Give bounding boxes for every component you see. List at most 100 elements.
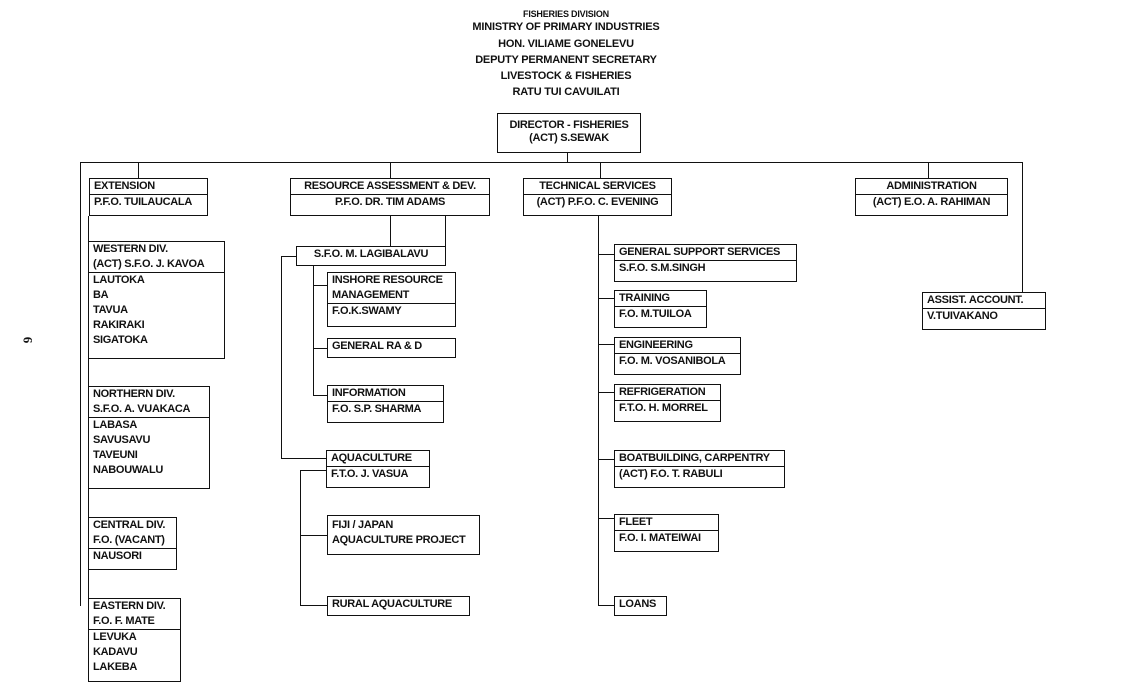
resource-box: RESOURCE ASSESSMENT & DEV. P.F.O. DR. TI… [290, 178, 490, 216]
information-box: INFORMATION F.O. S.P. SHARMA [327, 385, 444, 423]
administration-box: ADMINISTRATION (ACT) E.O. A. RAHIMAN [855, 178, 1008, 216]
northern-div-box: NORTHERN DIV. S.F.O. A. VUAKACA LABASA S… [88, 386, 210, 489]
inshore-name: F.O.K.SWAMY [332, 305, 402, 317]
page-number: 6 [20, 336, 36, 344]
aquaculture-name: F.T.O. J. VASUA [331, 468, 409, 480]
central-title: CENTRAL DIV. [93, 519, 166, 531]
general-rad: GENERAL RA & D [332, 340, 422, 352]
eastern-div-box: EASTERN DIV. F.O. F. MATE LEVUKA KADAVU … [88, 598, 181, 682]
central-name: F.O. (VACANT) [89, 533, 176, 549]
connector [598, 518, 614, 519]
station: LEVUKA [93, 631, 137, 643]
refrigeration-name: F.T.O. H. MORREL [619, 402, 708, 414]
fiji-japan-line2: AQUACULTURE PROJECT [332, 534, 466, 546]
inshore-box: INSHORE RESOURCE MANAGEMENT F.O.K.SWAMY [327, 272, 456, 327]
connector [313, 285, 327, 286]
extension-spine [80, 162, 81, 606]
information-title: INFORMATION [328, 386, 443, 402]
header-portfolio: LIVESTOCK & FISHERIES [500, 70, 632, 82]
extension-box: EXTENSION P.F.O. TUILAUCALA [89, 178, 208, 216]
training-box: TRAINING F.O. M.TUILOA [614, 290, 707, 328]
fleet-box: FLEET F.O. I. MATEIWAI [614, 514, 719, 552]
connector [313, 348, 327, 349]
station: RAKIRAKI [93, 319, 145, 331]
main-horizontal-line [80, 162, 1023, 163]
eastern-title: EASTERN DIV. [93, 600, 166, 612]
technical-box: TECHNICAL SERVICES (ACT) P.F.O. C. EVENI… [523, 178, 672, 216]
training-name: F.O. M.TUILOA [619, 308, 692, 320]
engineering-title: ENGINEERING [615, 338, 740, 354]
connector [598, 344, 614, 345]
station: KADAVU [93, 646, 138, 658]
director-box: DIRECTOR - FISHERIES (ACT) S.SEWAK [497, 113, 641, 153]
loans-box: LOANS [614, 596, 667, 616]
connector [567, 153, 568, 163]
connector [598, 459, 614, 460]
inshore-line2: MANAGEMENT [328, 288, 455, 304]
station: NABOUWALU [93, 464, 164, 476]
resource-name: P.F.O. DR. TIM ADAMS [334, 196, 446, 208]
station: NAUSORI [93, 550, 142, 562]
connector [281, 458, 326, 459]
connector [281, 256, 282, 459]
extension-name: P.F.O. TUILAUCALA [94, 196, 192, 208]
header-dps-title: DEPUTY PERMANENT SECRETARY [475, 54, 657, 66]
resource-title: RESOURCE ASSESSMENT & DEV. [291, 179, 489, 195]
connector [313, 395, 327, 396]
engineering-box: ENGINEERING F.O. M. VOSANIBOLA [614, 337, 741, 375]
header-minister: HON. VILIAME GONELEVU [498, 38, 634, 50]
sfo-lagibalavu-box: S.F.O. M. LAGIBALAVU [296, 246, 446, 266]
connector [928, 162, 929, 178]
eastern-name: F.O. F. MATE [89, 614, 180, 630]
station: LAUTOKA [93, 274, 145, 286]
technical-spine [598, 216, 599, 606]
connector [1022, 162, 1023, 292]
connector [390, 216, 391, 246]
director-title: DIRECTOR - FISHERIES [509, 119, 629, 131]
connector [300, 605, 327, 606]
connector [598, 392, 614, 393]
loans: LOANS [619, 598, 657, 610]
technical-title: TECHNICAL SERVICES [524, 179, 671, 195]
aquaculture-title: AQUACULTURE [327, 451, 429, 467]
rural-aquaculture-box: RURAL AQUACULTURE [327, 596, 470, 616]
connector [445, 216, 446, 246]
station: TAVEUNI [93, 449, 138, 461]
assist-account-name: V.TUIVAKANO [927, 310, 998, 322]
western-name: (ACT) S.F.O. J. KAVOA [89, 257, 224, 273]
inshore-line1: INSHORE RESOURCE [332, 274, 443, 286]
connector [300, 535, 327, 536]
information-name: F.O. S.P. SHARMA [332, 403, 422, 415]
engineering-name: F.O. M. VOSANIBOLA [619, 355, 726, 367]
refrigeration-title: REFRIGERATION [615, 385, 720, 401]
connector [300, 470, 301, 605]
boatbuilding-name: (ACT) F.O. T. RABULI [619, 468, 723, 480]
boatbuilding-title: BOATBUILDING, CARPENTRY [615, 451, 784, 467]
fiji-japan-line1: FIJI / JAPAN [332, 519, 393, 531]
header-ministry: MINISTRY OF PRIMARY INDUSTRIES [472, 21, 660, 33]
central-div-box: CENTRAL DIV. F.O. (VACANT) NAUSORI [88, 517, 177, 570]
western-title: WESTERN DIV. [93, 243, 168, 255]
extension-title: EXTENSION [90, 179, 207, 195]
general-support-name: S.F.O. S.M.SINGH [619, 262, 706, 274]
sfo-lagibalavu: S.F.O. M. LAGIBALAVU [313, 248, 429, 260]
rural-aquaculture: RURAL AQUACULTURE [332, 598, 452, 610]
header-dps-name: RATU TUI CAVUILATI [512, 86, 620, 98]
assist-account-title: ASSIST. ACCOUNT. [923, 293, 1045, 309]
station: LAKEBA [93, 661, 138, 673]
connector [138, 162, 139, 178]
administration-name: (ACT) E.O. A. RAHIMAN [872, 196, 991, 208]
general-support-box: GENERAL SUPPORT SERVICES S.F.O. S.M.SING… [614, 244, 797, 282]
connector [300, 470, 326, 471]
technical-name: (ACT) P.F.O. C. EVENING [536, 196, 659, 208]
fleet-name: F.O. I. MATEIWAI [619, 532, 701, 544]
connector [390, 162, 391, 178]
header-division: FISHERIES DIVISION [523, 10, 609, 17]
fleet-title: FLEET [615, 515, 718, 531]
boatbuilding-box: BOATBUILDING, CARPENTRY (ACT) F.O. T. RA… [614, 450, 785, 488]
aquaculture-box: AQUACULTURE F.T.O. J. VASUA [326, 450, 430, 488]
connector [598, 605, 614, 606]
connector [598, 298, 614, 299]
director-name: (ACT) S.SEWAK [529, 132, 609, 144]
